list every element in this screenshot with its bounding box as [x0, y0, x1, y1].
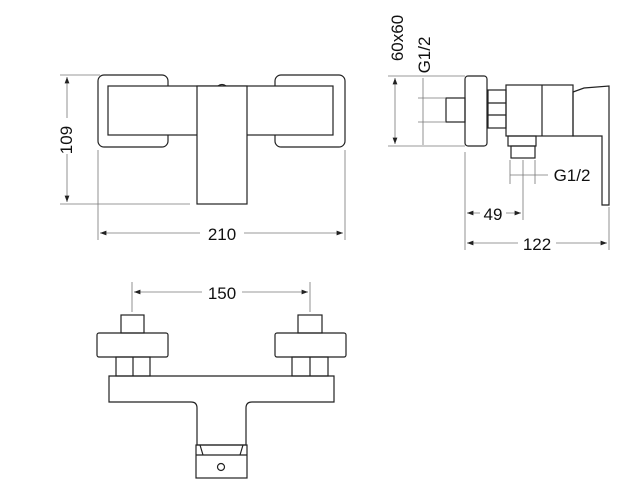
wall-plate — [464, 75, 488, 147]
nut — [487, 89, 507, 129]
bottom-handle — [195, 444, 248, 479]
width-label: 210 — [208, 225, 236, 244]
handle-cap — [217, 83, 227, 87]
side-handle — [572, 85, 610, 206]
outlet-thread-label: G1/2 — [554, 166, 591, 185]
inlet-pipe — [445, 97, 466, 123]
handle — [196, 85, 248, 205]
side-body — [505, 84, 574, 137]
side-view: 60x60 G1/2 G1/2 49 122 — [388, 15, 610, 254]
outlet — [510, 145, 536, 159]
inlet-thread-label: G1/2 — [415, 37, 434, 74]
height-label: 109 — [57, 126, 76, 154]
right-bottom-rosette — [274, 332, 347, 358]
bottom-view: 150 — [96, 282, 347, 479]
screw-hole — [216, 462, 226, 472]
rosette-size-label: 60x60 — [388, 15, 407, 61]
total-depth-label: 122 — [523, 235, 551, 254]
front-view: 109 210 — [54, 74, 346, 244]
left-bottom-rosette — [96, 332, 169, 358]
bottom-body — [108, 375, 335, 446]
center-distance-label: 150 — [208, 284, 236, 303]
depth-label: 49 — [484, 205, 503, 224]
